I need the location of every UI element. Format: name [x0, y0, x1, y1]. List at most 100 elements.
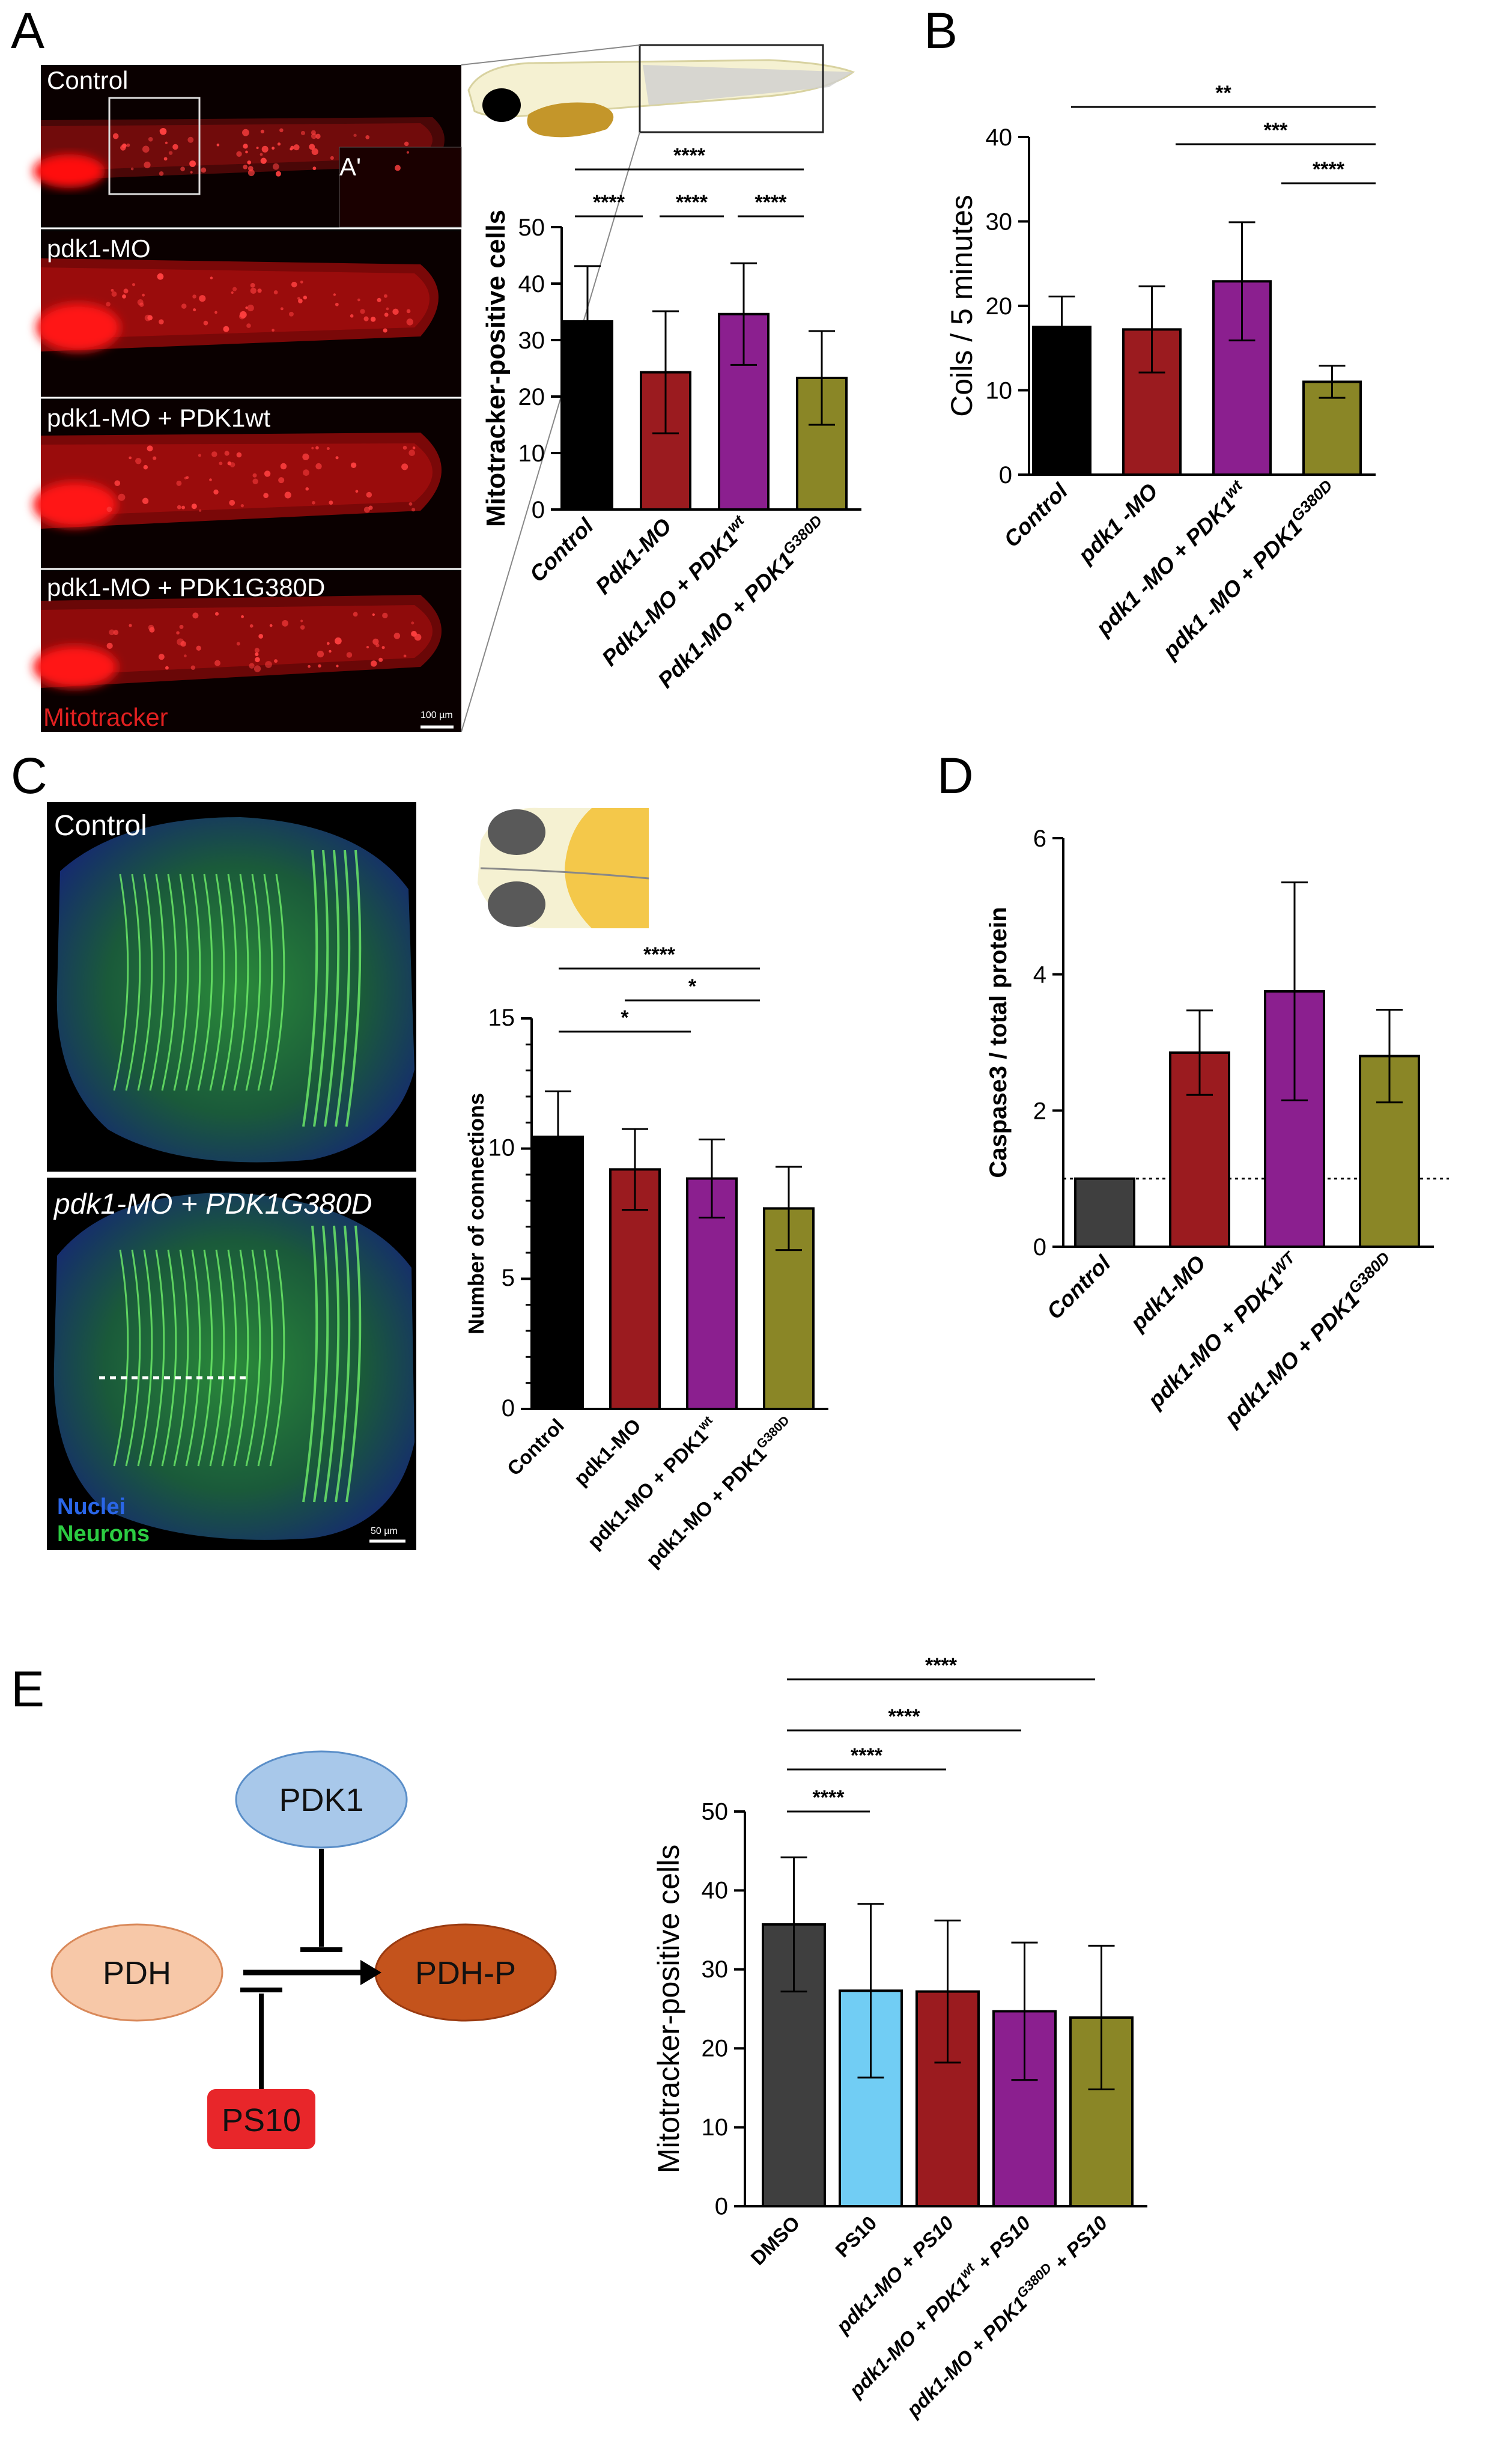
node-ps10-label: PS10: [222, 2102, 301, 2138]
panel-letter-e: E: [11, 1661, 44, 1717]
node-pdh-label: PDH: [103, 1955, 171, 1991]
category-label-1: Control: [999, 478, 1073, 552]
y-tick-label: 4: [1033, 962, 1046, 988]
larva-cartoon: [461, 44, 855, 732]
significance-label: *: [621, 1006, 629, 1029]
embryo-pdk1-mo: [36, 231, 461, 397]
category-label-4: pdk1 -MO + PDK1G380D: [1156, 476, 1343, 664]
significance-label: ****: [888, 1705, 921, 1728]
zoom-box: [108, 97, 201, 195]
y-tick-label: 5: [502, 1265, 515, 1291]
y-tick-label: 50: [518, 214, 545, 241]
node-pdk1: [235, 1750, 408, 1849]
significance-label: ****: [1313, 158, 1345, 181]
significance-label: **: [1215, 82, 1231, 105]
head-cartoon: [478, 808, 649, 928]
y-tick-label: 15: [488, 1005, 515, 1031]
label-stain-mitotracker: Mitotracker: [43, 703, 168, 731]
category-label-1: DMSO: [746, 2212, 804, 2269]
bar-5: [1069, 2016, 1134, 2208]
label-pdk1-mo-wt: pdk1-MO + PDK1wt: [47, 404, 271, 432]
category-label-2: pdk1-MO: [569, 1414, 645, 1490]
y-axis-title: Number of connections: [464, 1093, 488, 1334]
y-tick-label: 10: [518, 440, 545, 467]
significance-label: ****: [593, 191, 625, 214]
category-label-2: pdk1-MO: [1125, 1251, 1210, 1336]
category-label-4: pdk1-MO + PDK1G380D: [1217, 1249, 1400, 1431]
significance-label: ****: [851, 1744, 883, 1767]
brain-g380d: [53, 1193, 414, 1540]
y-tick-label: 40: [986, 124, 1013, 151]
y-tick-label: 0: [502, 1395, 515, 1422]
panel-letter-b: B: [924, 2, 958, 59]
y-tick-label: 20: [702, 2036, 729, 2062]
category-label-3: pdk1 -MO + PDK1wt: [1088, 476, 1253, 640]
label-inset: A': [339, 153, 361, 181]
y-axis-title: Mitotracker-positive cells: [652, 1845, 685, 2173]
y-tick-label: 30: [518, 327, 545, 354]
y-axis-title: Caspase3 / total protein: [985, 907, 1012, 1178]
label-c-control: Control: [54, 810, 147, 842]
y-tick-label: 0: [999, 462, 1012, 488]
category-label-1: Control: [1042, 1250, 1116, 1324]
inset-a-prime: [339, 147, 462, 228]
micrograph-panel-c: Control pdk1-MO + PDK1G380D Nuclei Neuro…: [47, 802, 416, 1550]
embryo-control: [33, 65, 462, 228]
label-pdk1-mo: pdk1-MO: [47, 234, 151, 263]
y-tick-label: 30: [702, 1956, 729, 1983]
panel-letter-c: C: [11, 747, 47, 804]
y-tick-label: 30: [986, 209, 1013, 236]
embryo-pdk1-mo-wt: [33, 400, 461, 568]
embryo-pdk1-mo-g380d: [33, 571, 461, 732]
label-neurons: Neurons: [57, 1521, 150, 1547]
y-tick-label: 6: [1033, 826, 1046, 852]
category-label-1: Control: [525, 513, 599, 587]
category-label-3: pdk1-MO + PDK1WT: [1141, 1247, 1307, 1413]
y-tick-label: 0: [532, 497, 545, 523]
y-tick-label: 2: [1033, 1098, 1046, 1124]
category-label-2: PS10: [831, 2212, 881, 2262]
significance-label: ***: [1264, 119, 1288, 142]
y-axis-title: Coils / 5 minutes: [945, 195, 979, 417]
panel-letter-a: A: [11, 2, 44, 59]
y-axis-title: Mitotracker-positive cells: [481, 210, 511, 527]
y-tick-label: 0: [715, 2193, 728, 2219]
y-tick-label: 20: [986, 293, 1013, 320]
neuron-tracts: [113, 850, 362, 1503]
bar-4: [1359, 1054, 1420, 1248]
category-label-3: pdk1-MO + PDK1wt: [582, 1413, 722, 1553]
mitotracker-dots: [106, 127, 422, 672]
pathway-diagram: PDK1 PDH PDH-P PS10: [50, 1750, 557, 2149]
label-nuclei: Nuclei: [57, 1494, 126, 1520]
significance-label: ****: [755, 191, 788, 214]
significance-label: ****: [643, 943, 676, 966]
y-tick-label: 40: [518, 271, 545, 297]
category-label-3: Pdk1-MO + PDK1wt: [596, 511, 755, 671]
category-label-4: pdk1-MO + PDK1G380D: [641, 1413, 799, 1571]
y-tick-label: 40: [702, 1878, 729, 1904]
significance-label: ****: [813, 1786, 845, 1809]
node-pdhp-label: PDH-P: [415, 1955, 516, 1991]
bar-4: [1302, 380, 1362, 476]
chart-a: 0 10 20 30 40 50 Mitotracker-positive cellsCon…: [481, 144, 861, 693]
significance-label: ****: [925, 1654, 958, 1677]
significance-label: *: [688, 975, 697, 998]
bar-1: [1074, 1177, 1135, 1248]
label-c-g380d: pdk1-MO + PDK1G380D: [53, 1188, 372, 1220]
y-tick-label: 20: [518, 384, 545, 410]
category-label-2: pdk1 -MO: [1073, 479, 1162, 568]
label-pdk1-mo-g380d: pdk1-MO + PDK1G380D: [47, 573, 325, 601]
panel-letter-d: D: [937, 747, 974, 804]
scale-label-c: 50 µm: [371, 1526, 398, 1536]
node-pdk1-label: PDK1: [279, 1782, 363, 1818]
category-label-1: Control: [503, 1414, 568, 1480]
node-ps10: [207, 2089, 315, 2149]
y-tick-label: 0: [1033, 1234, 1046, 1261]
arrow-head: [360, 1960, 381, 1985]
